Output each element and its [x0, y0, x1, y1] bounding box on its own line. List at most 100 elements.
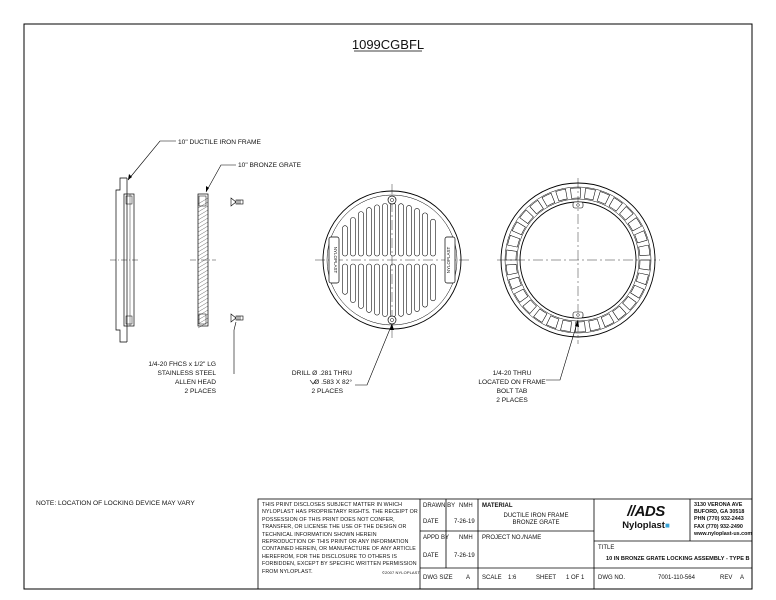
frame-opening: [541, 192, 556, 207]
material-line-1: DUCTILE IRON FRAME: [503, 513, 569, 519]
grate-side-view: [190, 193, 216, 329]
frame-bolt-tab-top: [572, 201, 584, 209]
screw-bottom: [230, 313, 244, 323]
svg-text:1/4-20 THRU: 1/4-20 THRU: [493, 370, 532, 377]
hatch-line: [197, 217, 209, 225]
grate-slot: [350, 217, 356, 257]
leader-lines: [127, 140, 579, 386]
hatch-line: [197, 289, 209, 297]
frame-bolt-tab-bottom: [572, 311, 584, 319]
frame-opening: [519, 209, 534, 224]
hatch-line: [197, 249, 209, 257]
hatch-line: [197, 261, 209, 269]
drawn-by-label: DRAWN BY: [423, 503, 456, 509]
callout-frame: 10" DUCTILE IRON FRAME: [178, 139, 262, 146]
grate-slot: [414, 263, 420, 312]
frame-opening: [507, 235, 521, 248]
grate-slot: [342, 225, 348, 257]
grate-slot: [366, 207, 372, 257]
material-label: MATERIAL: [482, 503, 513, 509]
hatch-line: [197, 237, 209, 245]
grate-brand-right: NYLOPLAST: [446, 246, 451, 273]
frame-top-view: [497, 178, 660, 344]
appd-by-value: NMH: [459, 535, 473, 541]
grate-logo-left: [328, 236, 340, 284]
grate-bolt-hole-top: [387, 195, 397, 205]
scale-value: 1:6: [508, 575, 517, 581]
grate-slot: [430, 263, 436, 302]
appd-by-label: APPD BY: [423, 535, 450, 541]
svg-text:DRILL Ø .281 THRU: DRILL Ø .281 THRU: [292, 370, 352, 377]
frame-side-view: [110, 177, 140, 343]
hatch-line: [197, 317, 209, 325]
grate-slot: [382, 263, 388, 317]
frame-opening: [570, 187, 581, 199]
date-label-2: DATE: [423, 553, 439, 559]
svg-text:LOCATED ON FRAME: LOCATED ON FRAME: [478, 379, 546, 386]
hatch-line: [197, 293, 209, 301]
company-address: 3130 VERONA AVE BUFORD, GA 30518 PHN (77…: [694, 502, 753, 537]
proprietary-disclaimer: THIS PRINT DISCLOSES SUBJECT MATTER IN W…: [262, 502, 420, 575]
hatch-line: [197, 257, 209, 265]
svg-text:2 PLACES: 2 PLACES: [311, 388, 343, 395]
svg-text:2 PLACES: 2 PLACES: [184, 388, 216, 395]
scale-label: SCALE: [482, 575, 502, 581]
grate-slot: [350, 263, 356, 303]
ads-nyloplast-logo: //ADS Nyloplast■: [606, 504, 686, 538]
dwg-no-value: 7001-110-564: [658, 575, 695, 581]
frame-opening: [505, 249, 517, 261]
frame-opening: [511, 221, 526, 236]
hatch-line: [197, 313, 209, 321]
title-block-grid: [257, 498, 753, 590]
project-label: PROJECT NO./NAME: [482, 535, 542, 541]
grate-slot: [430, 218, 436, 257]
callout-screw: 1/4-20 FHCS x 1/2" LG STAINLESS STEEL AL…: [148, 361, 216, 395]
grate-slot: [390, 263, 396, 318]
hatch-line: [197, 213, 209, 221]
grate-slot: [422, 263, 428, 308]
hatch-line: [197, 301, 209, 309]
rev-label: REV: [720, 575, 733, 581]
grate-slot: [358, 211, 364, 257]
grate-slot: [390, 202, 396, 257]
dwg-size-value: A: [466, 575, 471, 581]
hatch-line: [197, 221, 209, 229]
date-value-1: 7-26-19: [454, 519, 475, 525]
hatch-line: [197, 241, 209, 249]
frame-opening: [612, 305, 627, 321]
svg-text:2 PLACES: 2 PLACES: [496, 397, 528, 404]
logo-nyloplast: Nyloplast■: [622, 520, 670, 531]
frame-opening: [529, 199, 544, 215]
frame-opening: [508, 276, 522, 290]
hatch-line: [197, 269, 209, 277]
date-value-2: 7-26-19: [454, 553, 475, 559]
drawing-title: 1099CGBFL: [352, 37, 424, 52]
sheet-label: SHEET: [536, 575, 557, 581]
hatch-line: [197, 265, 209, 273]
hatch-line: [197, 253, 209, 261]
hatch-line: [197, 281, 209, 289]
grate-slot: [382, 203, 388, 257]
frame-opening: [638, 244, 651, 256]
grate-bolt-hole-bottom: [387, 315, 397, 325]
frame-opening: [608, 197, 623, 212]
frame-opening: [622, 296, 637, 311]
frame-opening: [588, 318, 601, 332]
grate-top-view: [315, 184, 472, 338]
date-label-1: DATE: [423, 519, 439, 525]
hatch-line: [197, 205, 209, 213]
frame-opening: [619, 206, 634, 221]
frame-opening: [635, 272, 649, 285]
hatch-line: [197, 201, 209, 209]
grate-slot: [414, 208, 420, 257]
dwg-size-label: DWG SIZE: [423, 575, 453, 581]
grate-slot: [374, 204, 380, 257]
drawing-title-block-title: 10 IN BRONZE GRATE LOCKING ASSEMBLY - TY…: [606, 556, 750, 562]
leader-arrows: [128, 174, 579, 330]
frame-opening: [575, 321, 586, 333]
hatch-line: [197, 209, 209, 217]
hatch-line: [197, 245, 209, 253]
grate-slot: [398, 263, 404, 317]
frame-opening: [627, 217, 642, 232]
